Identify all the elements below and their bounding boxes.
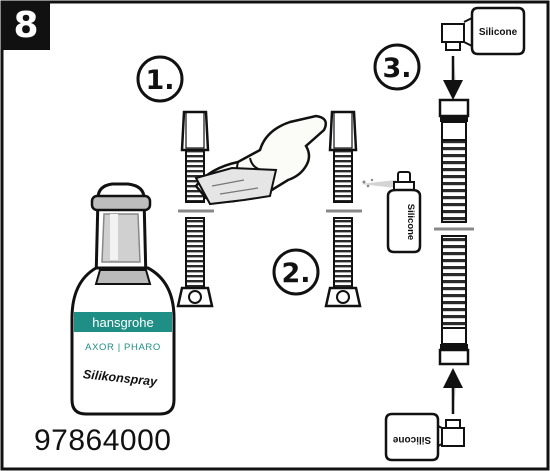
silicone-can-bottom: [384, 368, 465, 462]
step-3-circle: 3.: [373, 43, 421, 91]
hose-cleaning: [176, 110, 214, 308]
hand-with-cloth-icon: [194, 114, 327, 206]
top-can-label: Silicone: [479, 27, 518, 38]
article-number: 97864000: [34, 424, 172, 457]
silicone-spray-can: [386, 171, 422, 254]
step-2-label: 2.: [281, 258, 310, 289]
step-2-circle: 2.: [272, 248, 320, 296]
step-1-label: 1.: [145, 65, 174, 96]
step-3-label: 3.: [382, 53, 411, 84]
sub-brands: AXOR | PHARO: [85, 342, 161, 353]
bottom-can-label: Silicone: [392, 434, 431, 445]
spray-can-label: Silicone: [405, 204, 416, 240]
silicone-can-top: [441, 6, 526, 100]
step-number-badge: 8: [2, 2, 50, 50]
spray-mist: [360, 178, 396, 188]
step-1-circle: 1.: [136, 55, 184, 103]
brand-band: [74, 312, 172, 332]
hose-assembled: [438, 98, 470, 366]
hose-spraying: [324, 110, 362, 308]
silikonspray-bottle: [70, 182, 176, 416]
brand-name: hansgrohe: [92, 315, 153, 330]
